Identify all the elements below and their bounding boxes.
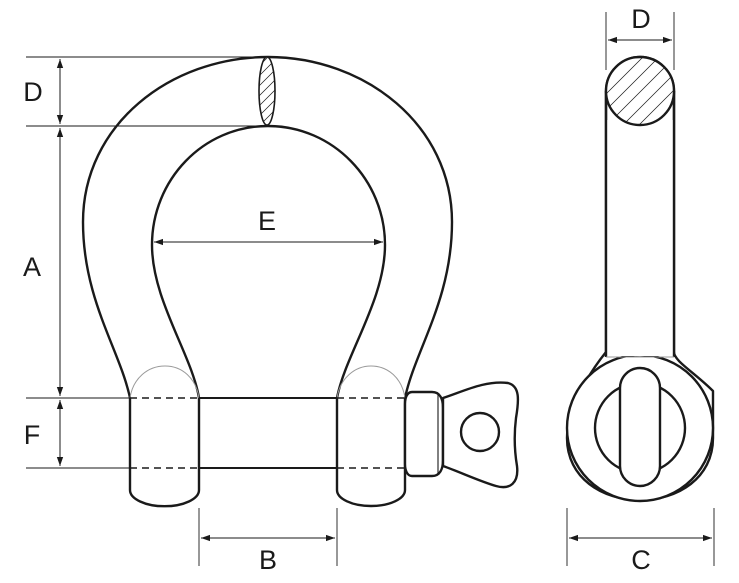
label-d-side: D xyxy=(631,4,651,34)
label-c: C xyxy=(631,545,651,575)
side-view: D C xyxy=(565,4,715,575)
label-b: B xyxy=(259,545,277,575)
pin-collar xyxy=(403,390,445,478)
eye-cap-right xyxy=(336,365,406,399)
label-e: E xyxy=(258,206,276,236)
label-d-front: D xyxy=(23,77,43,107)
bow-section xyxy=(258,56,276,126)
shackle-bow xyxy=(81,55,454,508)
label-a: A xyxy=(23,252,41,282)
pin-head-eye xyxy=(459,411,501,453)
label-f: F xyxy=(24,420,41,450)
side-section xyxy=(604,55,676,127)
eye-cap-left xyxy=(129,365,200,399)
front-view: D A F E B xyxy=(23,55,520,575)
side-pin-end xyxy=(618,366,662,488)
side-leg-join xyxy=(607,120,673,356)
